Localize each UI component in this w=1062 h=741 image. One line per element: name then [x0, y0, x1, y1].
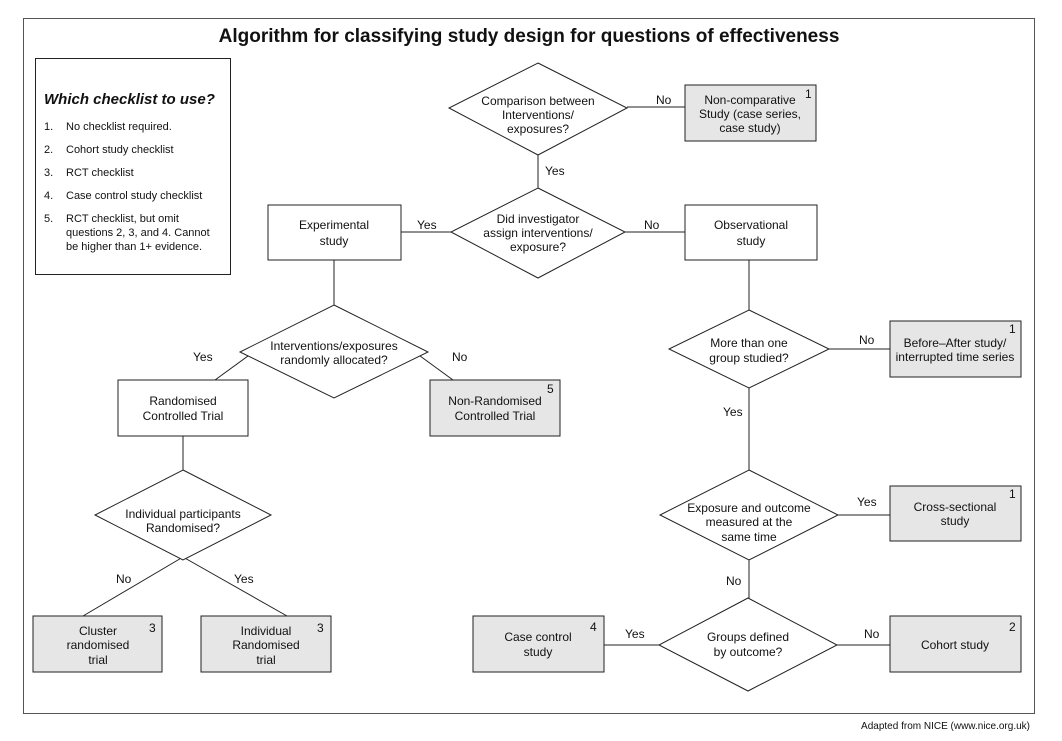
- edge-label: No: [452, 350, 468, 364]
- node-text-line: Experimental: [299, 218, 369, 232]
- comparison-decision: Comparison between Interventions/ exposu…: [447, 62, 629, 156]
- individual-randomised-decision: Individual participants Randomised?: [93, 469, 273, 561]
- case-control-box: Case control study 4: [472, 615, 605, 673]
- node-text-line: Randomised: [149, 394, 216, 408]
- cohort-box: Cohort study 2: [889, 615, 1022, 673]
- checklist-list: 1.No checklist required. 2.Cohort study …: [44, 120, 222, 254]
- node-text-line: exposures?: [507, 122, 569, 136]
- node-text-line: Non-Randomised: [448, 394, 541, 408]
- node-text-line: Controlled Trial: [455, 409, 536, 423]
- node-text-line: study: [941, 514, 970, 528]
- node-text-line: study: [320, 234, 349, 248]
- edge-label: No: [859, 333, 875, 347]
- node-text-line: trial: [256, 653, 275, 667]
- experimental-box: Experimental study: [267, 204, 402, 261]
- edge-label: No: [644, 218, 660, 232]
- node-text-line: Groups defined: [707, 630, 789, 644]
- node-text-line: Individual participants: [125, 507, 240, 521]
- assigned-decision: Did investigator assign interventions/ e…: [449, 187, 627, 279]
- checklist-item: 4.Case control study checklist: [44, 190, 203, 202]
- edge-label: Yes: [417, 218, 437, 232]
- edge-label: No: [656, 93, 672, 107]
- node-text-line: Controlled Trial: [143, 409, 224, 423]
- node-text-line: study: [524, 645, 553, 659]
- node-text-line: randomly allocated?: [280, 353, 388, 367]
- edge-label: Yes: [723, 405, 743, 419]
- checklist-heading: Which checklist to use?: [44, 91, 215, 108]
- checklist-number: 3: [317, 621, 324, 635]
- random-allocation-decision: Interventions/exposures randomly allocat…: [238, 304, 430, 399]
- edge-label: Yes: [857, 495, 877, 509]
- node-text-line: Cohort study: [921, 638, 989, 652]
- source-credit: Adapted from NICE (www.nice.org.uk): [861, 721, 1030, 732]
- checklist-legend: Which checklist to use? 1.No checklist r…: [35, 58, 231, 275]
- checklist-number: 1: [1009, 322, 1016, 336]
- checklist-item: 5.RCT checklist, but omit questions 2, 3…: [44, 213, 210, 253]
- edge-label: No: [116, 572, 132, 586]
- by-outcome-decision: Groups defined by outcome?: [657, 597, 839, 692]
- node-text-line: Before–After study/: [904, 336, 1007, 350]
- checklist-number: 2: [1009, 620, 1016, 634]
- observational-box: Observational study: [684, 204, 818, 261]
- edge-label: No: [864, 627, 880, 641]
- node-text-line: group studied?: [709, 351, 789, 365]
- checklist-item: 2.Cohort study checklist: [44, 144, 174, 156]
- edge-label: Yes: [193, 350, 213, 364]
- node-text-line: Non-comparative: [704, 93, 796, 107]
- node-text-line: Case control: [504, 630, 571, 644]
- checklist-item: 3.RCT checklist: [44, 167, 134, 179]
- edge-label: Yes: [625, 627, 645, 641]
- node-text-line: Observational: [714, 218, 788, 232]
- node-text-line: assign interventions/: [483, 226, 593, 240]
- node-text-line: Randomised?: [146, 521, 220, 535]
- diagram-title: Algorithm for classifying study design f…: [218, 26, 840, 47]
- node-text-line: Study (case series,: [699, 107, 801, 121]
- node-text-line: Exposure and outcome: [687, 501, 811, 515]
- checklist-number: 4: [590, 620, 597, 634]
- node-text-line: case study): [719, 121, 780, 135]
- node-text-line: trial: [88, 653, 107, 667]
- node-text-line: Randomised: [232, 638, 299, 652]
- cluster-trial-box: Cluster randomised trial 3: [32, 615, 163, 673]
- same-time-decision: Exposure and outcome measured at the sam…: [658, 469, 840, 561]
- node-text-line: More than one: [710, 336, 788, 350]
- edge-labels: No Yes Yes No Yes No No Yes No Yes Yes N…: [116, 93, 880, 641]
- checklist-number: 5: [547, 382, 554, 396]
- edge-label: Yes: [234, 572, 254, 586]
- rct-box: Randomised Controlled Trial: [117, 379, 249, 437]
- individual-trial-box: Individual Randomised trial 3: [200, 615, 332, 673]
- node-text-line: Cross-sectional: [914, 500, 997, 514]
- node-text-line: Cluster: [79, 624, 117, 638]
- node-text-line: randomised: [67, 638, 130, 652]
- diagram-frame: [23, 18, 1035, 714]
- node-text-line: study: [737, 234, 766, 248]
- connector: [182, 556, 288, 617]
- node-text-line: interrupted time series: [896, 350, 1015, 364]
- more-groups-decision: More than one group studied?: [667, 309, 831, 389]
- node-text-line: Interventions/: [502, 108, 575, 122]
- checklist-number: 3: [149, 621, 156, 635]
- non-rct-box: Non-Randomised Controlled Trial 5: [429, 379, 561, 437]
- node-text-line: Individual: [241, 624, 292, 638]
- before-after-box: Before–After study/ interrupted time ser…: [889, 320, 1022, 378]
- connector: [82, 556, 184, 617]
- node-text-line: same time: [721, 530, 777, 544]
- cross-sectional-box: Cross-sectional study 1: [889, 485, 1022, 542]
- node-text-line: Comparison between: [481, 94, 594, 108]
- edge-label: Yes: [545, 164, 565, 178]
- node-text-line: exposure?: [510, 240, 566, 254]
- node-text-line: by outcome?: [714, 645, 783, 659]
- checklist-number: 1: [805, 87, 812, 101]
- node-text-line: Interventions/exposures: [270, 339, 397, 353]
- checklist-item: 1.No checklist required.: [44, 121, 172, 133]
- node-text-line: Did investigator: [497, 212, 580, 226]
- checklist-number: 1: [1009, 487, 1016, 501]
- non-comparative-box: Non-comparative Study (case series, case…: [684, 84, 817, 142]
- edge-label: No: [726, 574, 742, 588]
- node-text-line: measured at the: [706, 515, 793, 529]
